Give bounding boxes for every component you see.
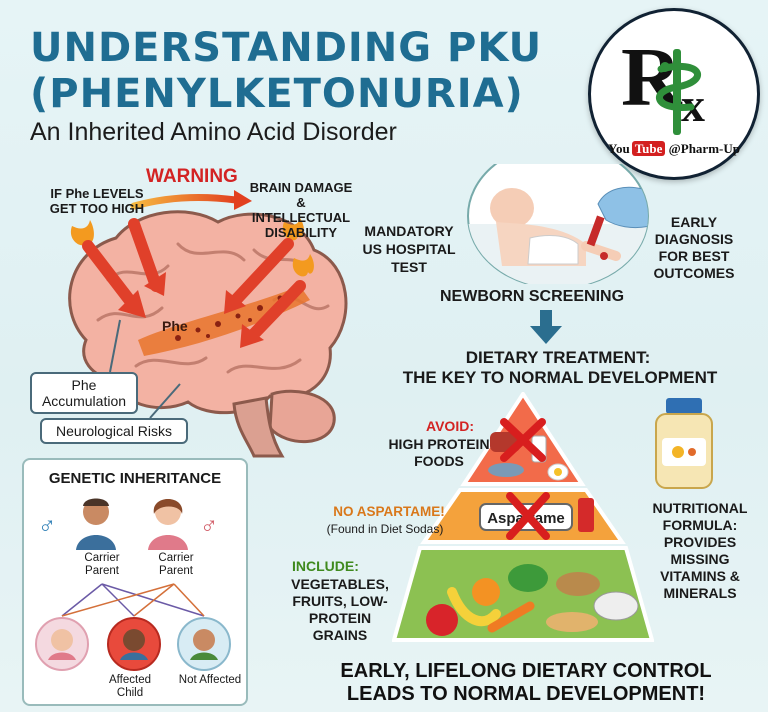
youtube-tube-badge: Tube [631, 141, 666, 156]
avoid-heading: AVOID: [426, 418, 474, 434]
no-aspartame-heading: NO ASPARTAME! [333, 504, 445, 519]
phe-brain-label: Phe [162, 318, 188, 334]
genetic-inheritance-title: GENETIC INHERITANCE [48, 470, 222, 487]
carrier-parent-label-1: Carrier Parent [84, 552, 120, 577]
dietary-treatment-subtitle: THE KEY TO NORMAL DEVELOPMENT [402, 368, 718, 387]
mandatory-test-text: MANDATORY US HOSPITAL TEST [362, 223, 456, 275]
not-affected-label: Not Affected [178, 674, 242, 686]
female-symbol-icon: ♂ [200, 512, 218, 539]
warning-arrow-icon [130, 190, 252, 210]
affected-child-label: Affected Child [109, 674, 151, 699]
dietary-treatment-title: DIETARY TREATMENT: [465, 348, 651, 367]
brain-illustration [68, 210, 348, 458]
channel-handle-text: @Pharm-Up [668, 141, 740, 156]
conclusion-line2: LEADS TO NORMAL DEVELOPMENT! [346, 683, 706, 705]
male-symbol-icon: ♂ [38, 512, 56, 539]
warning-label: WARNING [146, 166, 238, 187]
newborn-screening-title: NEWBORN SCREENING [440, 288, 625, 305]
inheritance-diagram [35, 498, 231, 671]
youtube-you-text: You [608, 141, 630, 156]
formula-bottle-icon [655, 398, 713, 489]
down-arrow-icon [530, 310, 562, 344]
page-title-line2: (PHENYLKETONURIA) [30, 71, 524, 117]
genetic-inheritance-panel: GENETIC INHERITANCE ♂ ♂ Carrier Parent C… [22, 458, 248, 706]
newborn-test-illustration [467, 164, 649, 284]
rx-symbol-icon: R x [621, 31, 705, 135]
callout-connectors [109, 319, 181, 419]
conclusion-line1: EARLY, LIFELONG DIETARY CONTROL [340, 660, 712, 682]
avoid-text: HIGH PROTEIN FOODS [388, 436, 490, 469]
page-title-line1: UNDERSTANDING PKU [30, 25, 543, 71]
include-heading: INCLUDE: [292, 558, 359, 574]
carrier-parent-label-2: Carrier Parent [158, 552, 194, 577]
brain-damage-text: BRAIN DAMAGE & INTELLECTUAL DISABILITY [249, 180, 353, 240]
phe-accumulation-callout: Phe Accumulation [30, 372, 138, 414]
early-diagnosis-text: EARLY DIAGNOSIS FOR BEST OUTCOMES [653, 214, 735, 281]
page-subtitle: An Inherited Amino Acid Disorder [30, 118, 397, 146]
no-aspartame-text: (Found in Diet Sodas) [326, 522, 444, 536]
food-pyramid: Aspartame [392, 392, 654, 642]
nutritional-formula-text: NUTRITIONAL FORMULA: PROVIDES MISSING VI… [652, 500, 748, 601]
neurological-risks-callout: Neurological Risks [40, 418, 188, 444]
phe-high-trigger-text: IF Phe LEVELS GET TOO HIGH [49, 186, 145, 216]
include-text: VEGETABLES, FRUITS, LOW-PROTEIN GRAINS [291, 576, 389, 643]
